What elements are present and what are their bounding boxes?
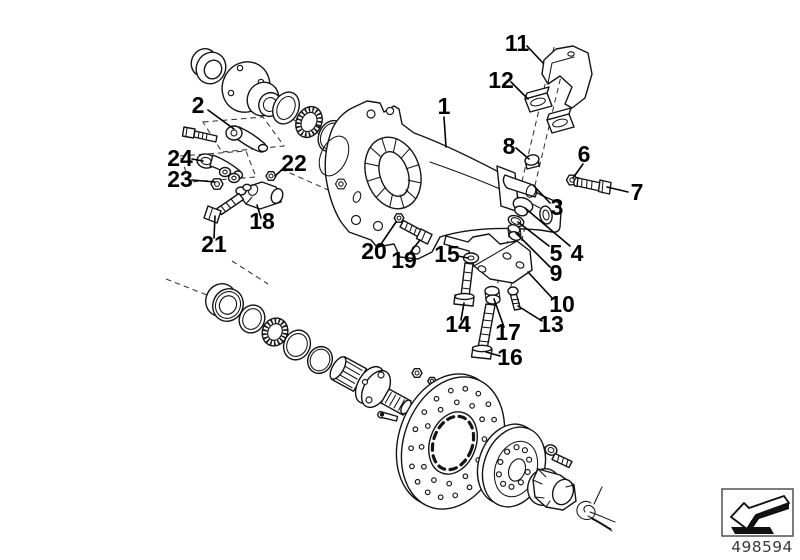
leader-6 (572, 163, 584, 179)
leader-11 (526, 45, 544, 64)
callout-7[interactable]: 7 (631, 179, 644, 205)
callout-17[interactable]: 17 (495, 319, 521, 345)
callout-8[interactable]: 8 (503, 133, 516, 159)
axle-nut (526, 468, 577, 511)
leader-20 (378, 221, 397, 248)
leader-18 (256, 204, 262, 219)
callout-19[interactable]: 19 (391, 247, 417, 273)
leader-4 (524, 207, 571, 247)
torque-link-parts (181, 125, 433, 245)
axle-bearing-stack (205, 283, 334, 375)
callout-20[interactable]: 20 (361, 238, 387, 264)
leader-10 (527, 271, 554, 300)
callout-11[interactable]: 11 (505, 30, 530, 56)
callout-labels: 1 2 3 4 5 6 7 8 9 10 11 12 13 14 15 16 1… (167, 30, 643, 370)
shock-bolt-and-nut (565, 174, 612, 195)
leader-7 (606, 186, 629, 193)
leader-23 (191, 179, 216, 183)
shock-bushing-8 (524, 154, 540, 170)
link-axis-dashed-line-2 (231, 260, 269, 285)
leader-17 (493, 298, 505, 328)
callout-5[interactable]: 5 (550, 240, 563, 266)
callout-1[interactable]: 1 (438, 93, 451, 119)
swing-arm (318, 100, 562, 260)
torque-link-dashed-box (202, 116, 285, 153)
callout-4[interactable]: 4 (571, 240, 584, 266)
swing-arm-ribs (364, 138, 422, 209)
callout-16[interactable]: 16 (497, 344, 523, 370)
leader-16 (485, 351, 501, 357)
final-drive-hub-parts (190, 48, 345, 153)
part-number: 498594 (731, 538, 793, 556)
leader-3 (533, 185, 551, 204)
hub-flange-holes (495, 444, 533, 490)
leader-13 (517, 305, 543, 322)
leader-21 (213, 215, 216, 239)
callout-2[interactable]: 2 (192, 92, 205, 118)
leader-19 (407, 239, 421, 256)
wheel-bolt (544, 444, 573, 469)
direction-arrow-icon (730, 495, 790, 534)
callout-14[interactable]: 14 (445, 311, 471, 337)
leader-12 (510, 81, 529, 100)
leader-5 (517, 221, 550, 247)
leader-14 (460, 302, 465, 321)
shock-mount-bracket (541, 45, 593, 109)
leader-15 (457, 255, 469, 259)
callout-3[interactable]: 3 (551, 194, 564, 220)
bracket-fasteners (453, 252, 522, 360)
callout-18[interactable]: 18 (249, 208, 275, 234)
callout-22[interactable]: 22 (281, 150, 307, 176)
shock-axis-dashed-line-1 (495, 46, 555, 291)
callout-24[interactable]: 24 (167, 145, 193, 171)
leader-lines (191, 45, 629, 357)
lock-wire-clip (576, 486, 616, 532)
shock-axis-dashed-line-2 (508, 50, 568, 295)
footer: 498594 (721, 488, 794, 556)
callout-9[interactable]: 9 (550, 260, 563, 286)
rear-axle-shaft (329, 356, 412, 422)
callout-10[interactable]: 10 (549, 291, 575, 317)
callout-6[interactable]: 6 (578, 141, 591, 167)
callout-13[interactable]: 13 (538, 311, 564, 337)
callout-12[interactable]: 12 (488, 67, 514, 93)
callout-21[interactable]: 21 (201, 231, 227, 257)
shock-clamp-blocks (524, 86, 575, 134)
callout-23[interactable]: 23 (167, 166, 193, 192)
leader-1 (443, 116, 447, 148)
leader-9 (515, 232, 551, 268)
leader-22 (274, 166, 286, 177)
leader-2 (207, 109, 235, 130)
leader-24 (191, 158, 204, 162)
leader-8 (515, 147, 530, 160)
callout-15[interactable]: 15 (434, 241, 460, 267)
